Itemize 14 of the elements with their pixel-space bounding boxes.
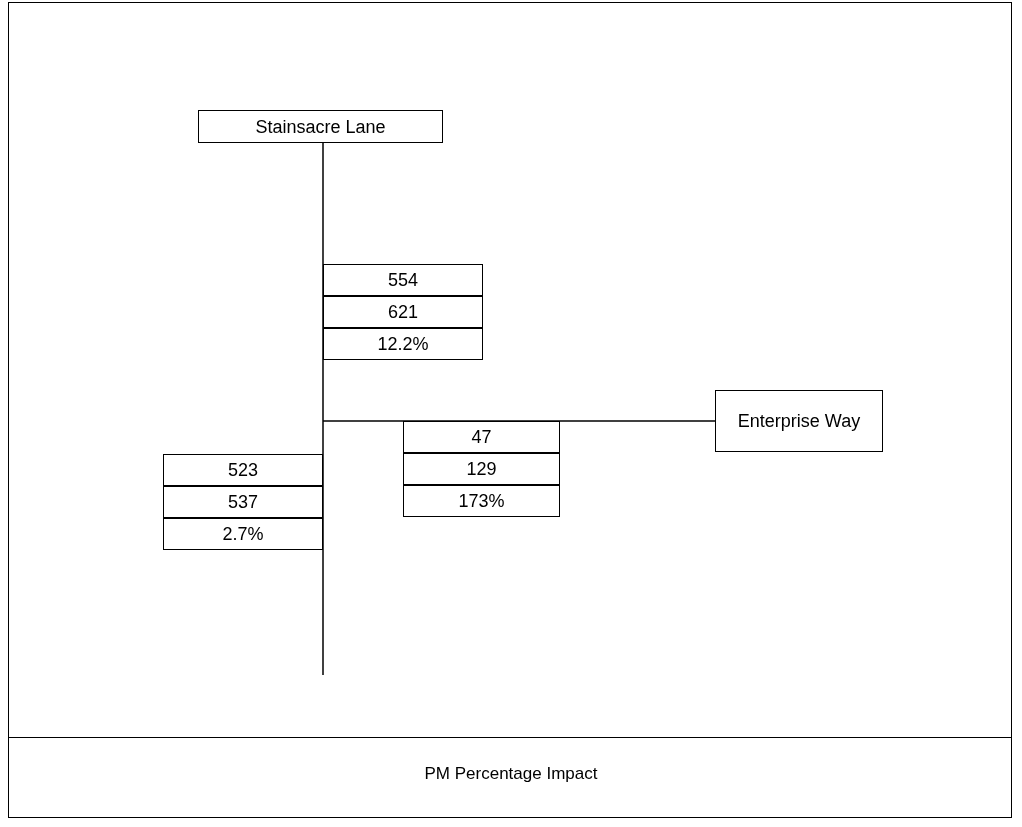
traffic-count: 554 [323,264,483,296]
percentage-change: 2.7% [163,518,323,550]
traffic-count: 523 [163,454,323,486]
road-line [322,142,324,676]
traffic-count: 129 [403,453,560,485]
traffic-count: 621 [323,296,483,328]
traffic-count: 47 [403,421,560,453]
percentage-change: 12.2% [323,328,483,360]
road-name-label: Stainsacre Lane [198,110,443,143]
road-line [322,420,716,422]
caption: PM Percentage Impact [423,764,599,784]
traffic-count: 537 [163,486,323,518]
percentage-change: 173% [403,485,560,517]
road-name-label: Enterprise Way [715,390,883,452]
